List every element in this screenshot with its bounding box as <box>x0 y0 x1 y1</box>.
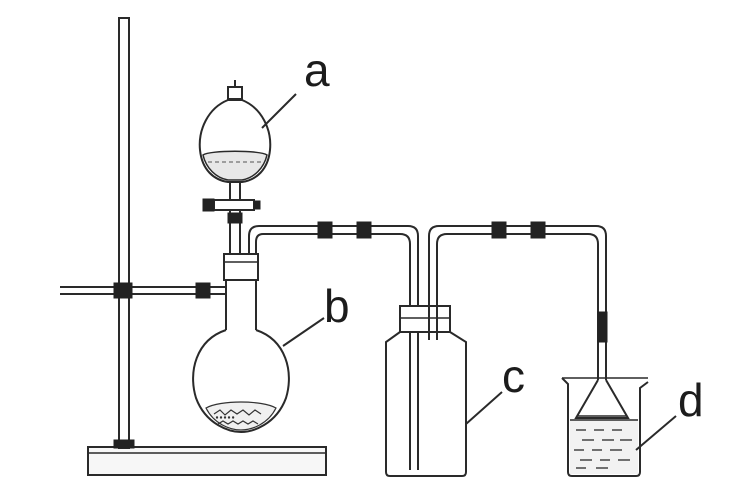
beaker-body <box>561 377 649 477</box>
round-bottom-flask: ꞏꞏꞏꞏꞏ <box>192 225 290 434</box>
connecting-tube-2 <box>439 221 608 360</box>
clamp-jaw <box>195 282 211 299</box>
bottle-stopper <box>399 305 451 333</box>
label-d: d <box>678 374 704 426</box>
separatory-funnel <box>198 80 272 255</box>
stand-base <box>87 446 327 476</box>
funnel-liquid <box>202 150 268 181</box>
beaker-with-funnel <box>561 360 649 477</box>
label-c: c <box>502 350 525 402</box>
iron-stand <box>60 17 327 476</box>
label-a: a <box>304 44 330 96</box>
stand-rod <box>118 17 130 449</box>
leader-d <box>635 415 677 451</box>
flask-stopper <box>223 253 259 281</box>
leader-b <box>282 317 325 347</box>
bottle-body <box>385 331 467 477</box>
inverted-funnel <box>574 379 630 419</box>
leader-a <box>261 93 297 129</box>
boss-head <box>113 282 133 299</box>
flask-solid <box>205 401 277 431</box>
leader-c <box>465 391 503 425</box>
stopcock <box>213 199 255 211</box>
rod-foot <box>113 439 135 449</box>
label-b: b <box>324 280 350 332</box>
connecting-tube-1 <box>259 221 419 470</box>
gas-washing-bottle <box>385 225 467 477</box>
beaker-liquid <box>570 420 638 474</box>
